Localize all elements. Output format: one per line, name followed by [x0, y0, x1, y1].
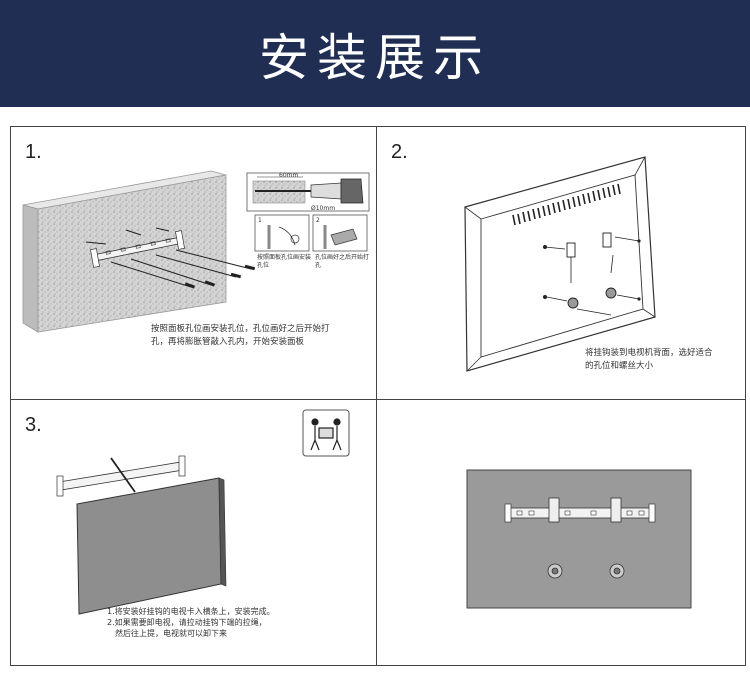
step-3-caption-line-2: 2.如果需要卸电视，请拉动挂钩下端的拉绳， [107, 618, 267, 627]
installation-grid: 1. [10, 126, 746, 666]
tv-back-mounted [466, 469, 692, 609]
sub-step-1-number: 1 [258, 217, 262, 224]
sub-step-2-number: 2 [316, 217, 320, 224]
step-2-illustration [464, 156, 656, 372]
drill-depth-label: 60mm [279, 172, 299, 179]
page-title: 安装展示 [259, 28, 491, 87]
step-1-number: 1. [25, 141, 42, 163]
step-1-panel: 1. [11, 127, 377, 400]
hook-right-mounted [610, 497, 622, 523]
sub-step-2-text: 孔位画好之后开始打孔 [315, 254, 370, 269]
tv-front [76, 477, 222, 615]
step-3-number: 3. [25, 414, 42, 436]
screws [85, 227, 252, 288]
step-1-caption: 按照面板孔位画安装孔位，孔位画好之后开始打孔，再将膨胀管敲入孔内，开始安装面板 [151, 324, 330, 347]
sub-step-1-text: 按照面板孔位画安装孔位 [257, 254, 312, 269]
tv-back-outer [464, 156, 656, 372]
spacer-left [567, 297, 579, 309]
hook-left [566, 242, 576, 258]
drill-diameter-label: Ø10mm [311, 205, 336, 212]
tv-vents [512, 183, 621, 226]
step-2-panel: 2. [377, 127, 745, 400]
step-4-panel [377, 400, 745, 665]
spacer-right [605, 287, 617, 299]
step-2-number: 2. [391, 141, 408, 163]
step-3-illustration [56, 409, 350, 615]
header-banner: 安装展示 [0, 0, 750, 107]
wall-rail [58, 461, 184, 491]
wall-side [22, 204, 39, 333]
step-1-illustration [22, 170, 370, 333]
step-3-caption-line-3: 然后往上提，电视就可以卸下来 [115, 629, 227, 638]
hook-right [602, 232, 612, 248]
step-3-caption-line-1: 1.将安装好挂钩的电视卡入横条上，安装完成。 [107, 607, 275, 616]
sub-step-1-box [254, 214, 310, 252]
step-4-illustration [466, 469, 692, 609]
step-3-panel: 3. 1.将安装好挂钩的电视卡入横条上，安装完成。 2.如果需要卸电视，请拉动挂… [11, 400, 377, 665]
hook-left-mounted [548, 497, 560, 523]
step-2-caption: 将挂钩装到电视机背面，选好适合的孔位和螺丝大小 [585, 348, 713, 371]
step-3-caption: 1.将安装好挂钩的电视卡入横条上，安装完成。 2.如果需要卸电视，请拉动挂钩下端… [107, 606, 327, 639]
